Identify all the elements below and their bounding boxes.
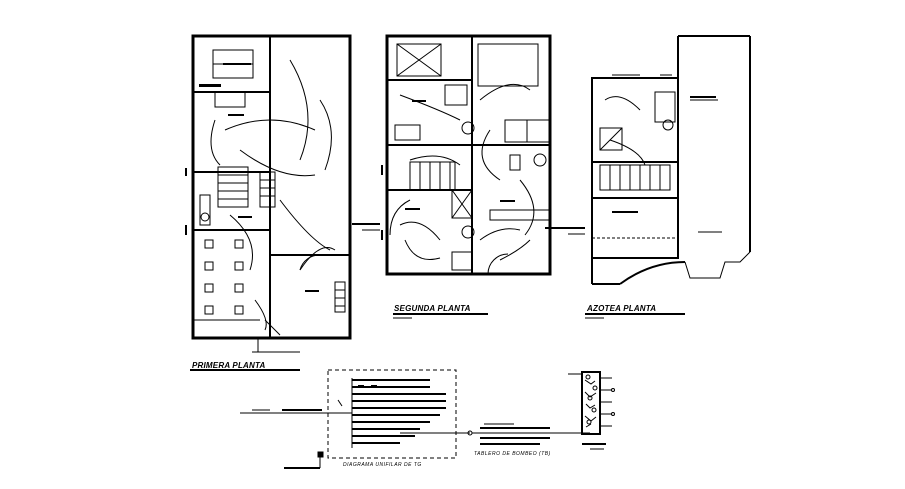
- annotation-leaders: [352, 223, 585, 235]
- title-underlines: [190, 313, 685, 371]
- text-blocks: [199, 63, 716, 387]
- title-primera-planta: PRIMERA PLANTA: [192, 361, 266, 370]
- tablero-de-bombeo: [568, 371, 615, 450]
- plan-azotea-planta: [591, 35, 751, 285]
- label-diagrama-unifilar: DIAGRAMA UNIFILAR DE TG: [343, 462, 422, 468]
- plan-primera-planta: [191, 34, 352, 353]
- diagrama-unifilar: [240, 369, 590, 469]
- label-tablero-de-bombeo: TABLERO DE BOMBEO (TB): [474, 451, 551, 457]
- title-azotea-planta: AZOTEA PLANTA: [587, 304, 657, 313]
- title-segunda-planta: SEGUNDA PLANTA: [394, 304, 471, 313]
- plan-segunda-planta: [385, 34, 552, 276]
- wall-ticks: [185, 165, 383, 240]
